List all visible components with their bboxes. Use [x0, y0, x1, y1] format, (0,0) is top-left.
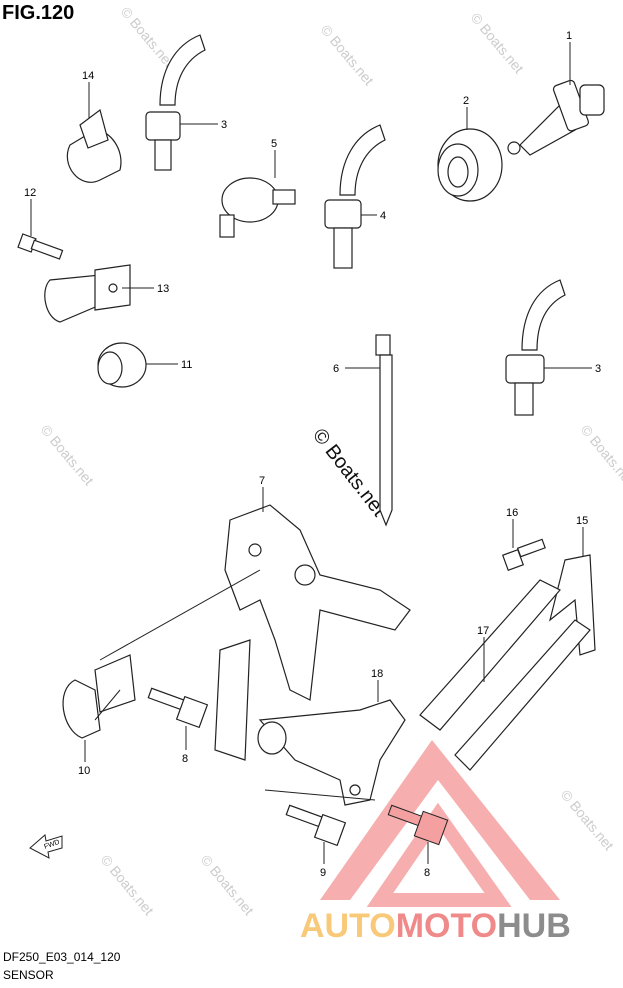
- watermark: © Boats.net: [468, 10, 527, 77]
- part-12-bolt: [17, 233, 64, 260]
- callout-8: 8: [182, 753, 188, 765]
- watermark: © Boats.net: [98, 852, 157, 919]
- callout-5: 5: [271, 138, 277, 150]
- part-9-bolt: [285, 804, 347, 847]
- assembly-lines: [94, 569, 376, 801]
- callout-18: 18: [371, 668, 383, 680]
- part-16-bolt: [501, 538, 546, 572]
- figure-name: SENSOR: [3, 968, 54, 982]
- part-11-grommet: [97, 342, 147, 388]
- callout-12: 12: [24, 187, 36, 199]
- automotohub-logo: AUTOMOTOHUB: [300, 740, 571, 945]
- part-3-sensor-right: [505, 279, 566, 416]
- watermark: © Boats.net: [318, 22, 377, 89]
- logo-auto: AUTO: [300, 907, 396, 945]
- callout-3b: 3: [595, 363, 601, 375]
- watermark-center: © Boats.net: [308, 425, 390, 521]
- callout-3: 3: [221, 119, 227, 131]
- callout-15: 15: [576, 515, 588, 527]
- callout-6: 6: [333, 363, 339, 375]
- callout-9: 9: [320, 867, 326, 879]
- callout-11: 11: [181, 359, 192, 371]
- part-13-clamp: [44, 264, 131, 323]
- figure-title: FIG.120: [2, 2, 75, 24]
- part-18-bracket: [257, 699, 406, 806]
- watermark: © Boats.net: [558, 787, 617, 854]
- callout-7: 7: [259, 475, 265, 487]
- part-8-bolt-right: [387, 804, 449, 846]
- logo-moto: MOTO: [396, 907, 497, 945]
- callout-1: 1: [566, 30, 572, 42]
- part-7-bracket: [214, 504, 411, 761]
- part-17-strap: [419, 579, 591, 771]
- fwd-arrow-icon: FWD: [29, 834, 63, 859]
- part-14-clip: [66, 108, 122, 183]
- part-3-sensor-top: [145, 34, 206, 171]
- callout-13: 13: [157, 283, 169, 295]
- part-8-bolt-left: [147, 687, 209, 729]
- callout-2: 2: [463, 95, 469, 107]
- logo-hub: HUB: [497, 907, 571, 945]
- part-2-grommet: [437, 128, 503, 202]
- part-6-cable-tie: [375, 334, 393, 527]
- callout-10: 10: [78, 765, 90, 777]
- figure-code: DF250_E03_014_120: [3, 950, 121, 964]
- watermark: © Boats.net: [578, 422, 623, 489]
- callout-4: 4: [380, 210, 386, 222]
- part-10-clamp: [62, 654, 136, 739]
- callout-14: 14: [82, 70, 94, 82]
- part-4-sensor: [324, 124, 386, 269]
- callout-8b: 8: [424, 867, 430, 879]
- callouts: 1 2 3 4 5 6 3 11 12 13 14 7 16 15 17 18 …: [24, 30, 601, 879]
- callout-16: 16: [506, 507, 518, 519]
- watermark: © Boats.net: [118, 4, 177, 71]
- part-5-knock-sensor: [219, 177, 296, 238]
- svg-text:AUTOMOTOHUB: AUTOMOTOHUB: [300, 907, 571, 945]
- callout-17: 17: [477, 625, 489, 637]
- watermark: © Boats.net: [198, 852, 257, 919]
- watermark: © Boats.net: [38, 422, 97, 489]
- part-1-sensor: [507, 79, 605, 156]
